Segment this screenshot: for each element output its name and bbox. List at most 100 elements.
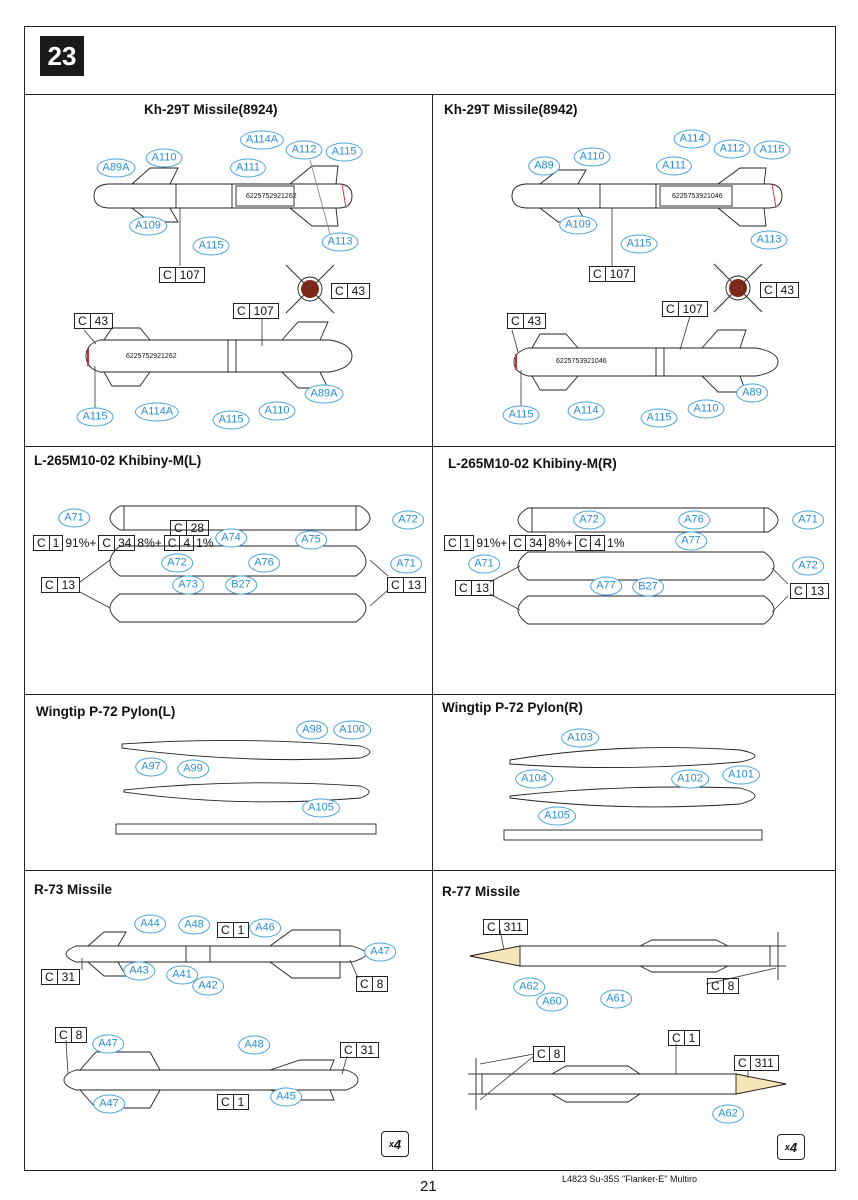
grid-line <box>432 694 433 870</box>
page-number: 21 <box>420 1178 437 1195</box>
khibiny-right-pod <box>517 507 779 625</box>
grid-line <box>24 870 836 871</box>
r77-side-view <box>468 1058 787 1110</box>
decal-label: A110 <box>145 148 183 168</box>
panel-title-pylon-right: Wingtip P-72 Pylon(R) <box>442 700 583 715</box>
decal-label: A110 <box>573 147 611 167</box>
decal-label: B27 <box>632 577 664 597</box>
decal-label: A72 <box>573 510 605 530</box>
decal-label: A115 <box>753 140 791 160</box>
kh29-8924-side-serial: 6225752921262 <box>126 353 177 360</box>
panel-title-kh29-8924: Kh-29T Missile(8924) <box>144 102 278 117</box>
decal-label: A111 <box>655 156 693 176</box>
decal-label: A98 <box>296 720 328 740</box>
pylon-left-drawing <box>115 739 377 835</box>
decal-label: A46 <box>249 918 281 938</box>
decal-label: A71 <box>58 508 90 528</box>
decal-label: A41 <box>166 965 198 985</box>
decal-label: A77 <box>590 576 622 596</box>
grid-line <box>432 94 433 446</box>
decal-label: A99 <box>177 759 209 779</box>
decal-label: A75 <box>295 530 327 550</box>
grid-line <box>432 446 433 694</box>
decal-label: A72 <box>792 556 824 576</box>
panel-title-pylon-left: Wingtip P-72 Pylon(L) <box>36 704 176 719</box>
decal-label: A114A <box>239 130 285 150</box>
decal-label: A114 <box>673 129 711 149</box>
decal-label: A109 <box>559 215 597 235</box>
decal-label: A89A <box>96 158 136 178</box>
r77-top-view <box>469 932 786 980</box>
decal-label: A114 <box>567 401 605 421</box>
decal-label: A62 <box>513 977 545 997</box>
decal-label: A42 <box>192 976 224 996</box>
decal-label: A61 <box>600 989 632 1009</box>
decal-label: A71 <box>468 554 500 574</box>
decal-label: A113 <box>750 230 788 250</box>
panel-title-r73: R-73 Missile <box>34 882 113 897</box>
decal-label: A101 <box>722 765 760 785</box>
decal-label: A115 <box>502 405 540 425</box>
decal-label: A114A <box>134 402 180 422</box>
decal-label: A45 <box>270 1087 302 1107</box>
decal-label: A105 <box>302 798 340 818</box>
decal-label: A48 <box>178 915 210 935</box>
decal-label: A74 <box>215 528 247 548</box>
decal-label: A97 <box>135 757 167 777</box>
decal-label: A89 <box>528 156 560 176</box>
decal-label: A105 <box>538 806 576 826</box>
decal-label: A115 <box>640 408 678 428</box>
decal-label: A47 <box>92 1034 124 1054</box>
decal-label: A103 <box>561 728 599 748</box>
panel-title-kh29-8942: Kh-29T Missile(8942) <box>444 102 578 117</box>
decal-label: A73 <box>172 575 204 595</box>
panel-title-khibiny-left: L-265M10-02 Khibiny-M(L) <box>34 453 202 468</box>
pylon-right-drawing <box>503 747 763 841</box>
decal-label: A43 <box>123 961 155 981</box>
decal-label: A62 <box>712 1104 744 1124</box>
kh29-8942-top-view <box>511 167 783 227</box>
decal-label: A115 <box>325 142 363 162</box>
decal-label: A76 <box>678 510 710 530</box>
decal-label: A115 <box>620 234 658 254</box>
decal-label: A72 <box>161 553 193 573</box>
decal-label: A60 <box>536 992 568 1012</box>
kh29-8942-side-serial: 6225753921046 <box>556 358 607 365</box>
grid-line <box>24 694 836 695</box>
decal-label: A100 <box>333 720 371 740</box>
decal-label: A71 <box>390 554 422 574</box>
decal-label: A112 <box>285 140 323 160</box>
kh29-8942-top-serial: 6225753921046 <box>672 193 723 200</box>
decal-label: A76 <box>248 553 280 573</box>
decal-label: A44 <box>134 914 166 934</box>
kh29-8924-top-serial: 6225752921262 <box>246 193 297 200</box>
decal-label: A102 <box>671 769 709 789</box>
panel-title-khibiny-right: L-265M10-02 Khibiny-M(R) <box>448 456 617 471</box>
decal-label: A72 <box>392 510 424 530</box>
decal-label: B27 <box>225 575 257 595</box>
kh29-8942-side-view <box>513 329 779 393</box>
kh29-8942-seeker <box>729 279 747 297</box>
kh29-8924-seeker <box>301 280 319 298</box>
r73-top-view <box>65 929 367 979</box>
